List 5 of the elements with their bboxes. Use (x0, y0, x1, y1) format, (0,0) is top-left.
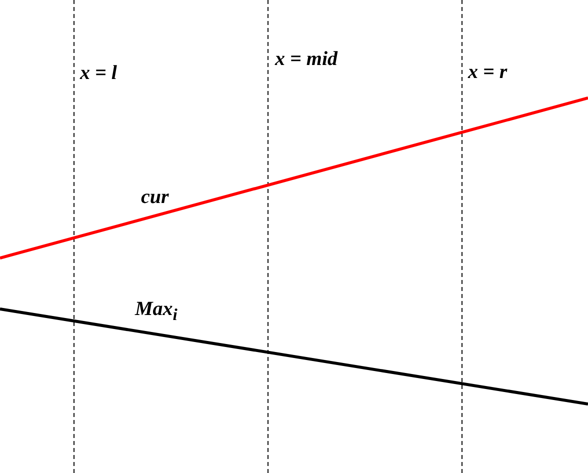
line-label: cur (141, 186, 169, 208)
axis-label: x = r (468, 61, 508, 83)
axis-label: x = mid (275, 48, 338, 70)
line-label: Max$_{i}$ (135, 298, 178, 326)
axis-label: x = l (80, 62, 117, 84)
